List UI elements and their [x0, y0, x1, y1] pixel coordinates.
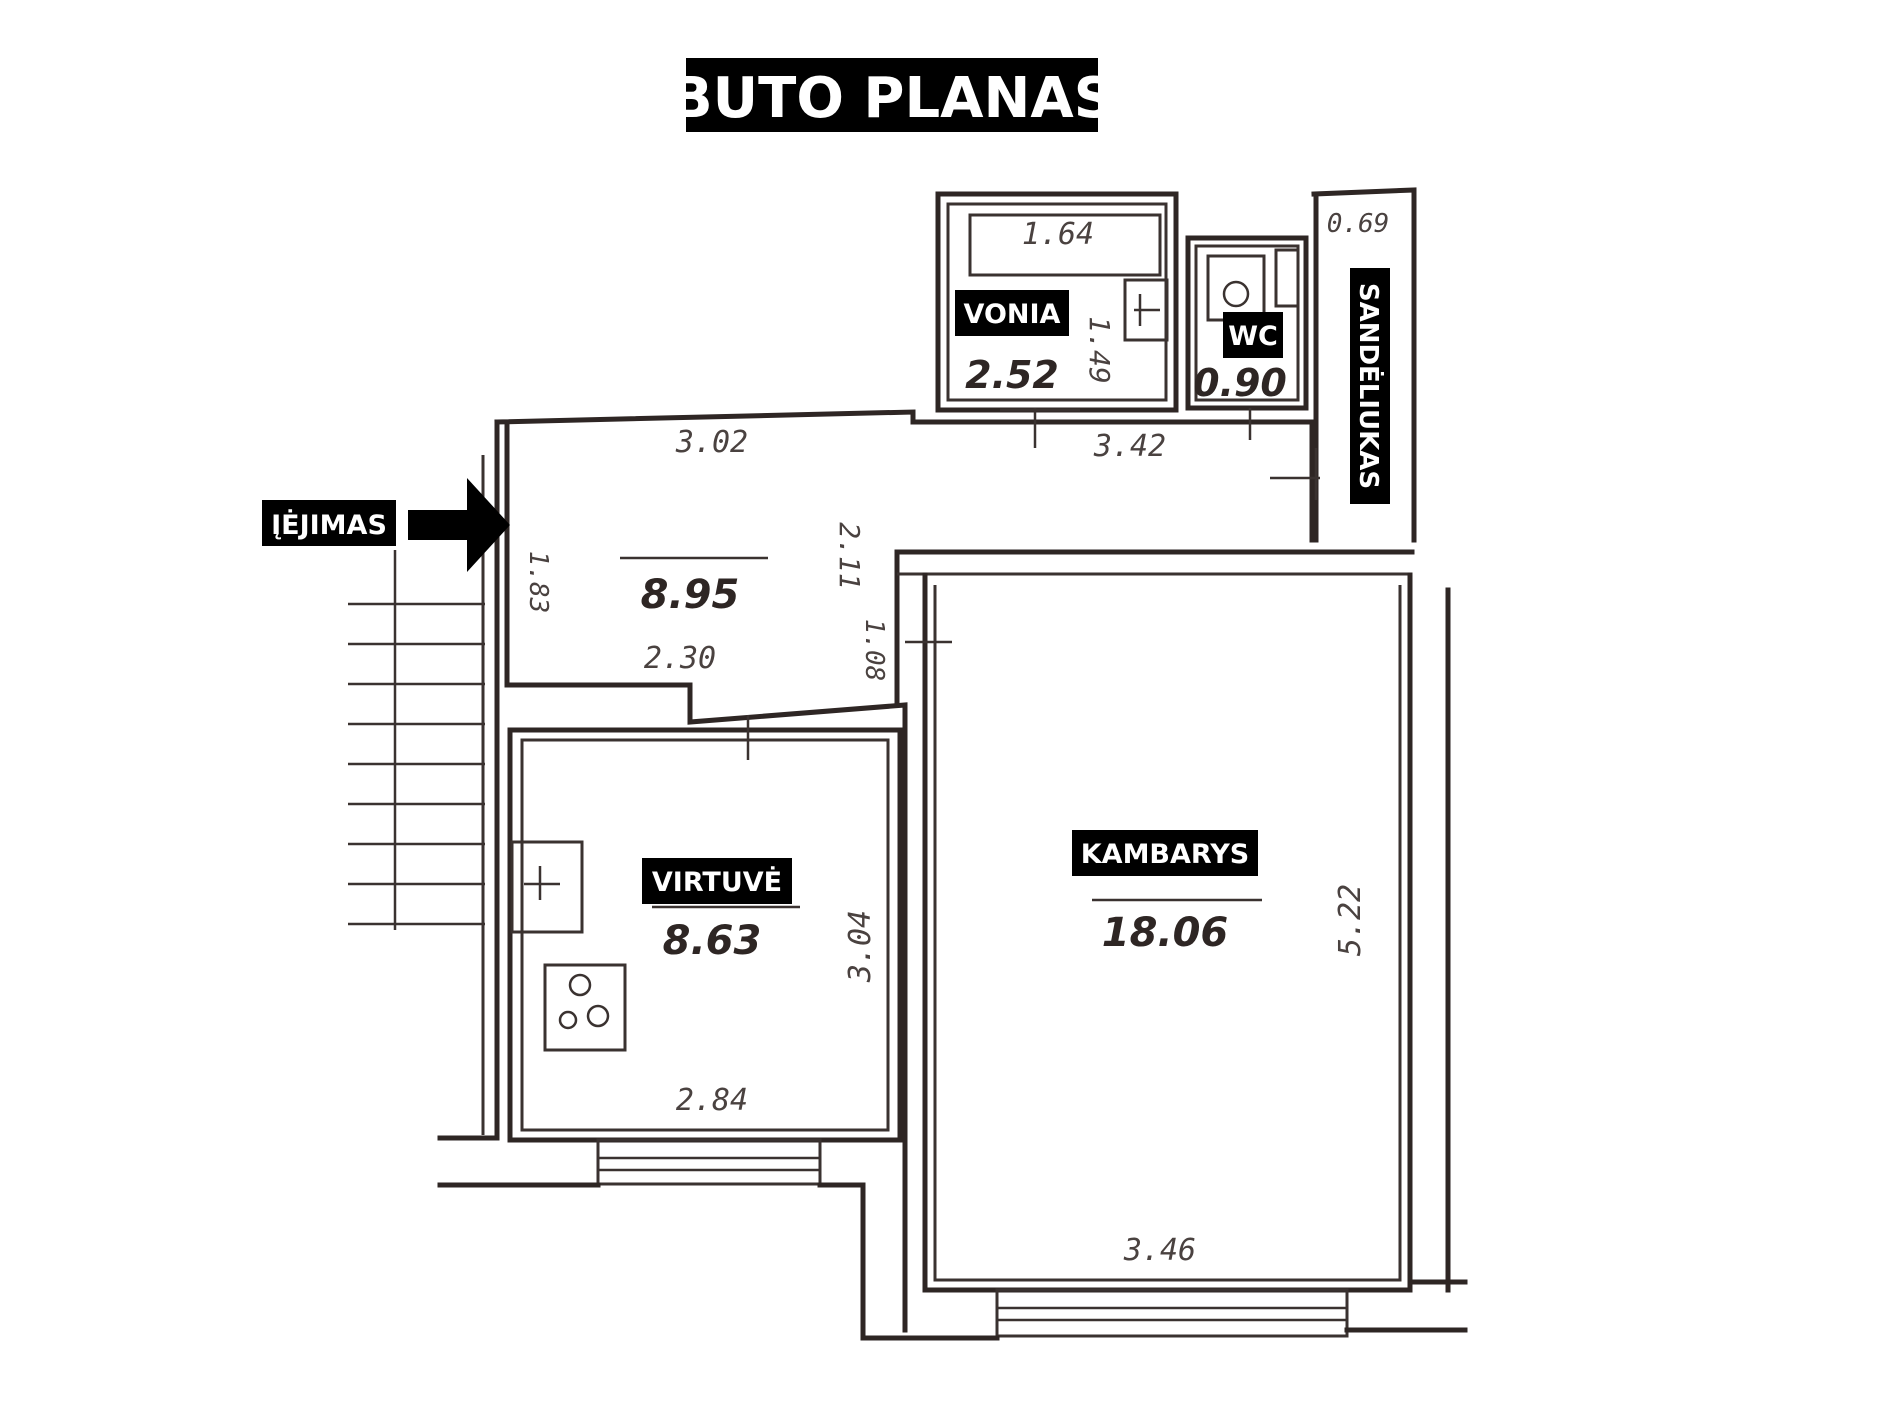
label-room: KAMBARYS [1072, 830, 1258, 876]
dim-storage-top: 0.69 [1327, 209, 1390, 239]
dim-bath-tub: 1.64 [1022, 217, 1094, 252]
area-kitchen: 8.63 [663, 918, 762, 964]
plan-title-text: BUTO PLANAS [670, 66, 1114, 131]
svg-text:VIRTUVĖ: VIRTUVĖ [652, 866, 782, 898]
area-bathroom: 2.52 [965, 353, 1059, 397]
staircase [348, 550, 485, 930]
dim-room-bottom: 3.46 [1123, 1233, 1196, 1268]
dim-kitchen-side: 3.04 [843, 910, 878, 983]
dim-hall-top-right: 3.42 [1093, 429, 1166, 464]
walls [437, 187, 1468, 1341]
label-entrance: ĮĖJIMAS [262, 500, 396, 546]
dim-hall-mid: 2.11 [833, 522, 866, 589]
plan-title: BUTO PLANAS [670, 58, 1114, 132]
svg-text:SANDĖLIUKAS: SANDĖLIUKAS [1353, 283, 1385, 489]
svg-text:WC: WC [1228, 321, 1278, 352]
entrance-arrow-icon [408, 478, 510, 572]
svg-text:VONIA: VONIA [964, 299, 1061, 330]
svg-text:KAMBARYS: KAMBARYS [1081, 839, 1249, 870]
dim-hall-bottom: 2.30 [644, 641, 716, 676]
label-bathroom: VONIA [955, 290, 1069, 336]
dim-bath-side: 1.49 [1083, 316, 1116, 383]
dim-room-side: 5.22 [1333, 884, 1368, 956]
area-room: 18.06 [1102, 910, 1229, 956]
dim-hall-left: 1.83 [523, 551, 553, 614]
area-hall: 8.95 [641, 572, 740, 618]
dim-hall-top: 3.02 [675, 425, 748, 460]
label-kitchen: VIRTUVĖ [642, 858, 792, 904]
dim-hall-small: 1.08 [859, 619, 889, 682]
svg-text:ĮĖJIMAS: ĮĖJIMAS [271, 509, 387, 541]
dim-kitchen-bottom: 2.84 [676, 1083, 748, 1118]
label-storage: SANDĖLIUKAS [1350, 268, 1390, 504]
area-wc: 0.90 [1193, 361, 1287, 405]
label-wc: WC [1223, 312, 1283, 358]
area-underlines [620, 556, 1262, 909]
